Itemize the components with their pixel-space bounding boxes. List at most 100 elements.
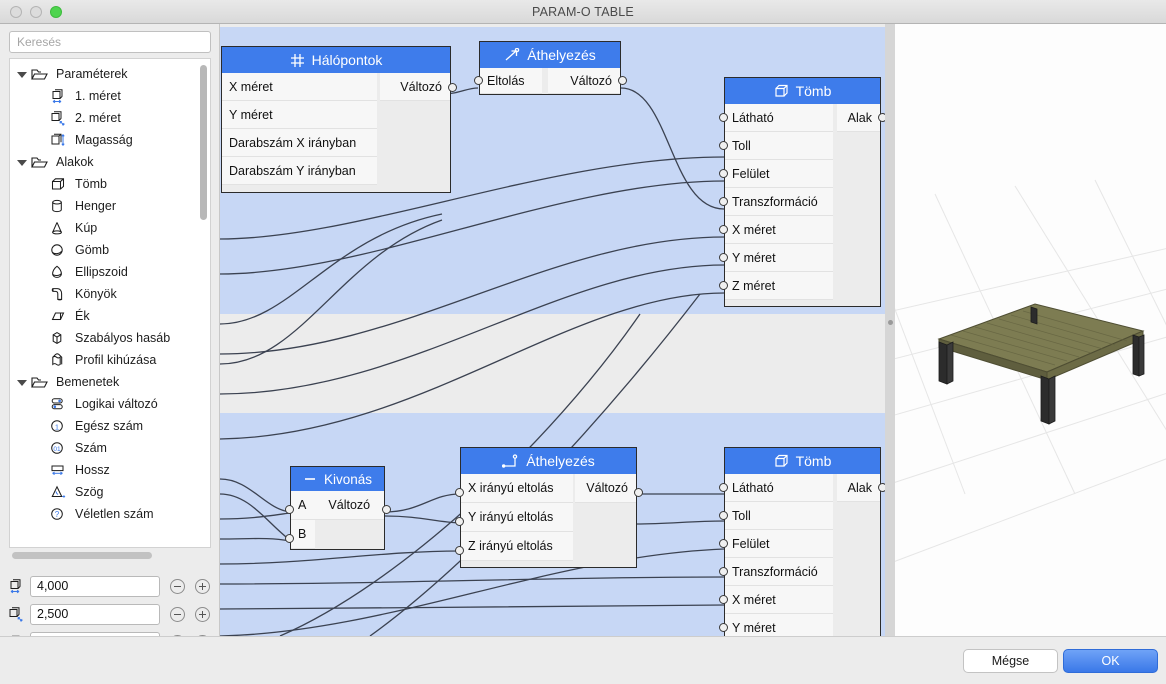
plug-in-x-eltolas[interactable] — [455, 488, 464, 497]
tomb-1-plug-in-4[interactable] — [719, 225, 728, 234]
node-athelyezes-1-header[interactable]: Áthelyezés — [480, 42, 620, 68]
sidebar-item-k-ny-k[interactable]: Könyök — [10, 283, 210, 305]
sidebar-item-sz-g[interactable]: Szög — [10, 481, 210, 503]
plug-in-a[interactable] — [285, 505, 294, 514]
tomb-1-port-in-0[interactable]: Látható — [725, 104, 833, 132]
panel-splitter[interactable] — [885, 24, 895, 636]
sidebar-item-alakok[interactable]: Alakok — [10, 151, 210, 173]
plug-out-athelyezes-2[interactable] — [634, 488, 643, 497]
plug-in-z-eltolas[interactable] — [455, 546, 464, 555]
chevron-down-icon[interactable] — [15, 156, 28, 169]
tomb-1-port-in-5[interactable]: Y méret — [725, 244, 833, 272]
sidebar-item-k[interactable]: Ék — [10, 305, 210, 327]
sidebar-item-2-m-ret[interactable]: 2. méret — [10, 107, 210, 129]
tomb-1-plug-in-1[interactable] — [719, 141, 728, 150]
tree-horizontal-scrollbar[interactable] — [12, 552, 152, 559]
plug-out-halopontok[interactable] — [448, 83, 457, 92]
port-in-y-meret[interactable]: Y méret — [222, 101, 377, 129]
parameter-input-1[interactable] — [30, 575, 160, 597]
tomb-2-port-in-3[interactable]: Transzformáció — [725, 558, 833, 586]
plug-out-athelyezes-1[interactable] — [618, 76, 627, 85]
tomb-1-port-in-1[interactable]: Toll — [725, 132, 833, 160]
sidebar-item-bemenetek[interactable]: Bemenetek — [10, 371, 210, 393]
sidebar-item-k-p[interactable]: Kúp — [10, 217, 210, 239]
tomb-2-plug-in-3[interactable] — [719, 567, 728, 576]
tomb-1-plug-in-5[interactable] — [719, 253, 728, 262]
port-in-eltolas[interactable]: Eltolás — [480, 68, 542, 94]
port-in-darabszam-x[interactable]: Darabszám X irányban — [222, 129, 377, 157]
port-in-b[interactable]: B — [291, 520, 315, 549]
sidebar-item-v-letlen-sz-m[interactable]: ?Véletlen szám — [10, 503, 210, 525]
tomb-2-port-in-1[interactable]: Toll — [725, 502, 833, 530]
sidebar-item-1-m-ret[interactable]: 1. méret — [10, 85, 210, 107]
search-input[interactable] — [9, 31, 211, 53]
tomb-1-plug-in-0[interactable] — [719, 113, 728, 122]
port-out-valtozo-1[interactable]: Változó — [548, 68, 620, 94]
node-athelyezes-2[interactable]: Áthelyezés X irányú eltolás Változó Y ir… — [455, 447, 643, 568]
tomb-1-plug-in-6[interactable] — [719, 281, 728, 290]
node-kivonas[interactable]: Kivonás A Változó B — [285, 466, 391, 550]
sidebar-item-szab-lyos-has-b[interactable]: Szabályos hasáb — [10, 327, 210, 349]
node-halopontok[interactable]: Hálópontok X méret Változó Y méret Darab… — [221, 46, 457, 193]
port-in-darabszam-y[interactable]: Darabszám Y irányban — [222, 157, 377, 185]
tomb-1-plug-in-2[interactable] — [719, 169, 728, 178]
sidebar-item-ellipszoid[interactable]: Ellipszoid — [10, 261, 210, 283]
node-graph-canvas[interactable]: Hálópontok X méret Változó Y méret Darab… — [220, 24, 885, 636]
model-preview-panel[interactable] — [895, 24, 1166, 636]
close-button[interactable] — [10, 5, 22, 18]
sidebar-item-profil-kih-z-sa[interactable]: Profil kihúzása — [10, 349, 210, 371]
tomb-2-port-in-0[interactable]: Látható — [725, 474, 833, 502]
chevron-down-icon[interactable] — [15, 376, 28, 389]
node-athelyezes-1[interactable]: Áthelyezés Eltolás Változó — [474, 41, 627, 95]
chevron-down-icon[interactable] — [15, 68, 28, 81]
ok-button[interactable]: OK — [1063, 649, 1158, 673]
tomb-2-port-in-4[interactable]: X méret — [725, 586, 833, 614]
minimize-button[interactable] — [30, 5, 42, 18]
sidebar-item-henger[interactable]: Henger — [10, 195, 210, 217]
sidebar-item-param-terek[interactable]: Paraméterek — [10, 63, 210, 85]
tomb-1-plug-in-3[interactable] — [719, 197, 728, 206]
tomb-2-plug-in-2[interactable] — [719, 539, 728, 548]
node-athelyezes-2-header[interactable]: Áthelyezés — [461, 448, 636, 474]
tomb-2-plug-in-0[interactable] — [719, 483, 728, 492]
plug-out-kivonas[interactable] — [382, 505, 391, 514]
port-out-valtozo[interactable]: Változó — [380, 73, 450, 101]
tomb-1-port-in-3[interactable]: Transzformáció — [725, 188, 833, 216]
sidebar-item-logikai-v-ltoz[interactable]: Logikai változó — [10, 393, 210, 415]
tomb-1-port-in-6[interactable]: Z méret — [725, 272, 833, 300]
tomb-1-port-in-2[interactable]: Felület — [725, 160, 833, 188]
node-tomb-1-header[interactable]: Tömb — [725, 78, 880, 104]
zoom-button[interactable] — [50, 5, 62, 18]
tomb-1-plug-out-alak[interactable] — [878, 113, 885, 122]
tomb-2-port-out-alak[interactable]: Alak — [837, 474, 880, 502]
sidebar-item-g-mb[interactable]: Gömb — [10, 239, 210, 261]
cancel-button[interactable]: Mégse — [963, 649, 1058, 673]
tomb-2-plug-in-1[interactable] — [719, 511, 728, 520]
port-in-z-eltolas[interactable]: Z irányú eltolás — [461, 532, 573, 561]
tomb-2-plug-in-5[interactable] — [719, 623, 728, 632]
tomb-1-port-out-alak[interactable]: Alak — [837, 104, 880, 132]
tomb-2-port-in-5[interactable]: Y méret — [725, 614, 833, 636]
port-in-a[interactable]: A — [291, 491, 315, 520]
increment-button[interactable] — [195, 606, 210, 622]
sidebar-item-magass-g[interactable]: Magasság — [10, 129, 210, 151]
plug-in-eltolas[interactable] — [474, 76, 483, 85]
parameter-input-2[interactable] — [30, 603, 160, 625]
port-out-valtozo-2[interactable]: Változó — [575, 474, 636, 503]
sidebar-item-t-mb[interactable]: Tömb — [10, 173, 210, 195]
decrement-button[interactable] — [170, 606, 185, 622]
increment-button[interactable] — [195, 578, 210, 594]
node-kivonas-header[interactable]: Kivonás — [291, 467, 384, 491]
tomb-2-plug-in-4[interactable] — [719, 595, 728, 604]
tomb-1-port-in-4[interactable]: X méret — [725, 216, 833, 244]
node-halopontok-header[interactable]: Hálópontok — [222, 47, 450, 73]
node-tomb-2-header[interactable]: Tömb — [725, 448, 880, 474]
sidebar-item-hossz[interactable]: Hossz — [10, 459, 210, 481]
port-in-x-meret[interactable]: X méret — [222, 73, 377, 101]
plug-in-y-eltolas[interactable] — [455, 517, 464, 526]
tomb-2-port-in-2[interactable]: Felület — [725, 530, 833, 558]
